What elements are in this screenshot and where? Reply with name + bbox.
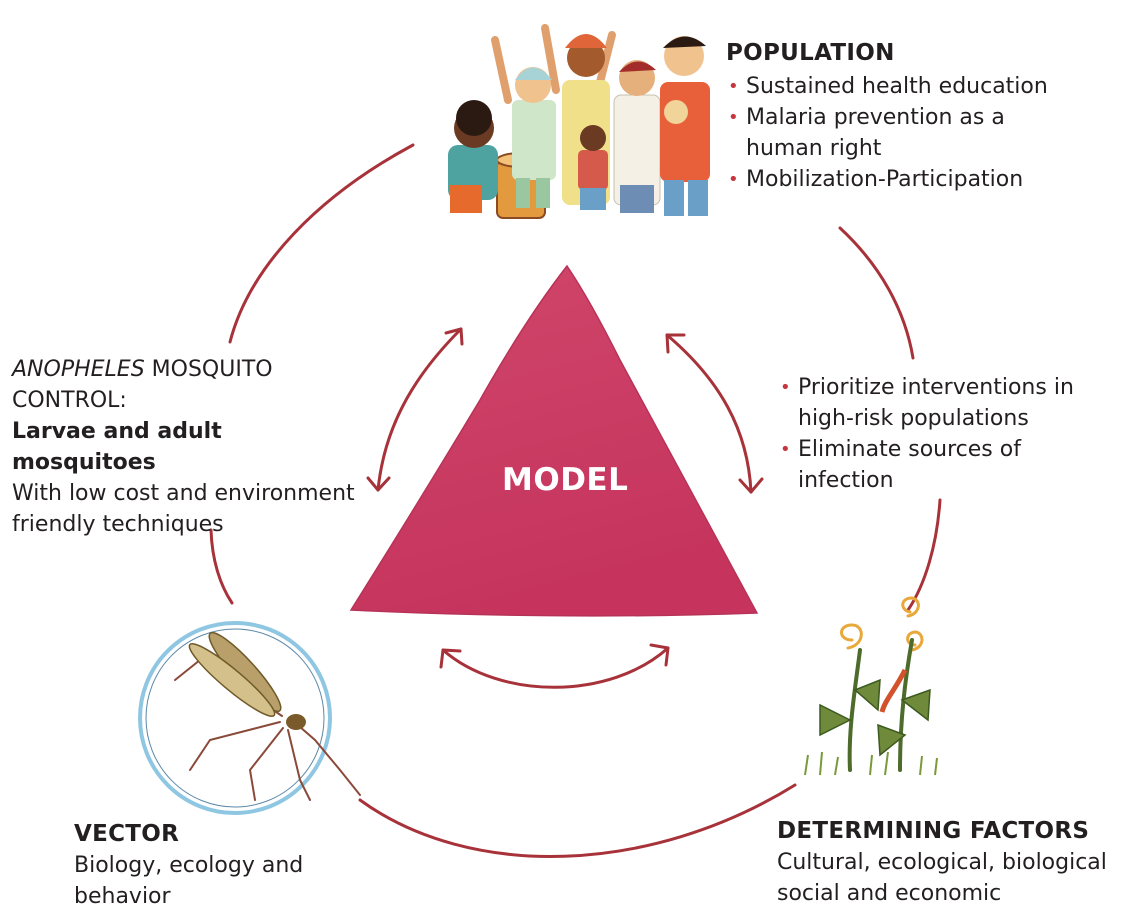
factors-heading: DETERMINING FACTORS — [777, 818, 1090, 844]
arc-right-lower — [906, 498, 942, 612]
arrow-bottom — [439, 643, 670, 689]
mosquito-control-italic: ANOPHELES — [12, 357, 145, 382]
interventions-block: Prioritize interventions in high-risk po… — [778, 372, 1118, 496]
interventions-bullets: Prioritize interventions in high-risk po… — [778, 372, 1118, 496]
mosquito-control-bold: Larvae and adult mosquitoes — [12, 419, 222, 475]
model-triangle — [349, 264, 759, 617]
mosquito-in-ring-illustration — [138, 621, 361, 815]
population-block: POPULATION Sustained health education Ma… — [726, 38, 1086, 195]
population-bullet: Sustained health education — [726, 71, 1086, 102]
arc-right-upper — [838, 226, 915, 360]
arrow-left — [366, 327, 464, 492]
arc-bottom — [358, 783, 797, 858]
population-bullets: Sustained health education Malaria preve… — [726, 71, 1086, 195]
mosquito-control-title: ANOPHELES MOSQUITO CONTROL: — [12, 354, 342, 416]
vector-heading: VECTOR — [74, 821, 180, 847]
model-label: MODEL — [502, 462, 629, 498]
interventions-bullet: Prioritize interventions in high-risk po… — [778, 372, 1098, 434]
arrow-right — [665, 333, 764, 494]
mosquito-control-rest: MOSQUITO CONTROL: — [12, 357, 273, 413]
arc-left-lower — [209, 528, 234, 605]
arc-left-upper — [228, 143, 415, 344]
factors-body: Cultural, ecological, biological social … — [777, 850, 1107, 906]
factors-block: DETERMINING FACTORS Cultural, ecological… — [777, 816, 1122, 909]
plants-illustration — [804, 596, 938, 776]
population-bullet: Malaria prevention as a human right — [726, 102, 1046, 164]
mosquito-control-block: ANOPHELES MOSQUITO CONTROL: Larvae and a… — [12, 354, 372, 540]
vector-block: VECTOR Biology, ecology and behavior — [74, 819, 354, 912]
vector-body: Biology, ecology and behavior — [74, 853, 304, 909]
population-heading: POPULATION — [726, 40, 895, 66]
population-bullet: Mobilization-Participation — [726, 164, 1086, 195]
people-group-illustration — [448, 24, 710, 219]
interventions-bullet: Eliminate sources of infection — [778, 434, 1118, 496]
mosquito-control-body: With low cost and environment friendly t… — [12, 481, 355, 537]
